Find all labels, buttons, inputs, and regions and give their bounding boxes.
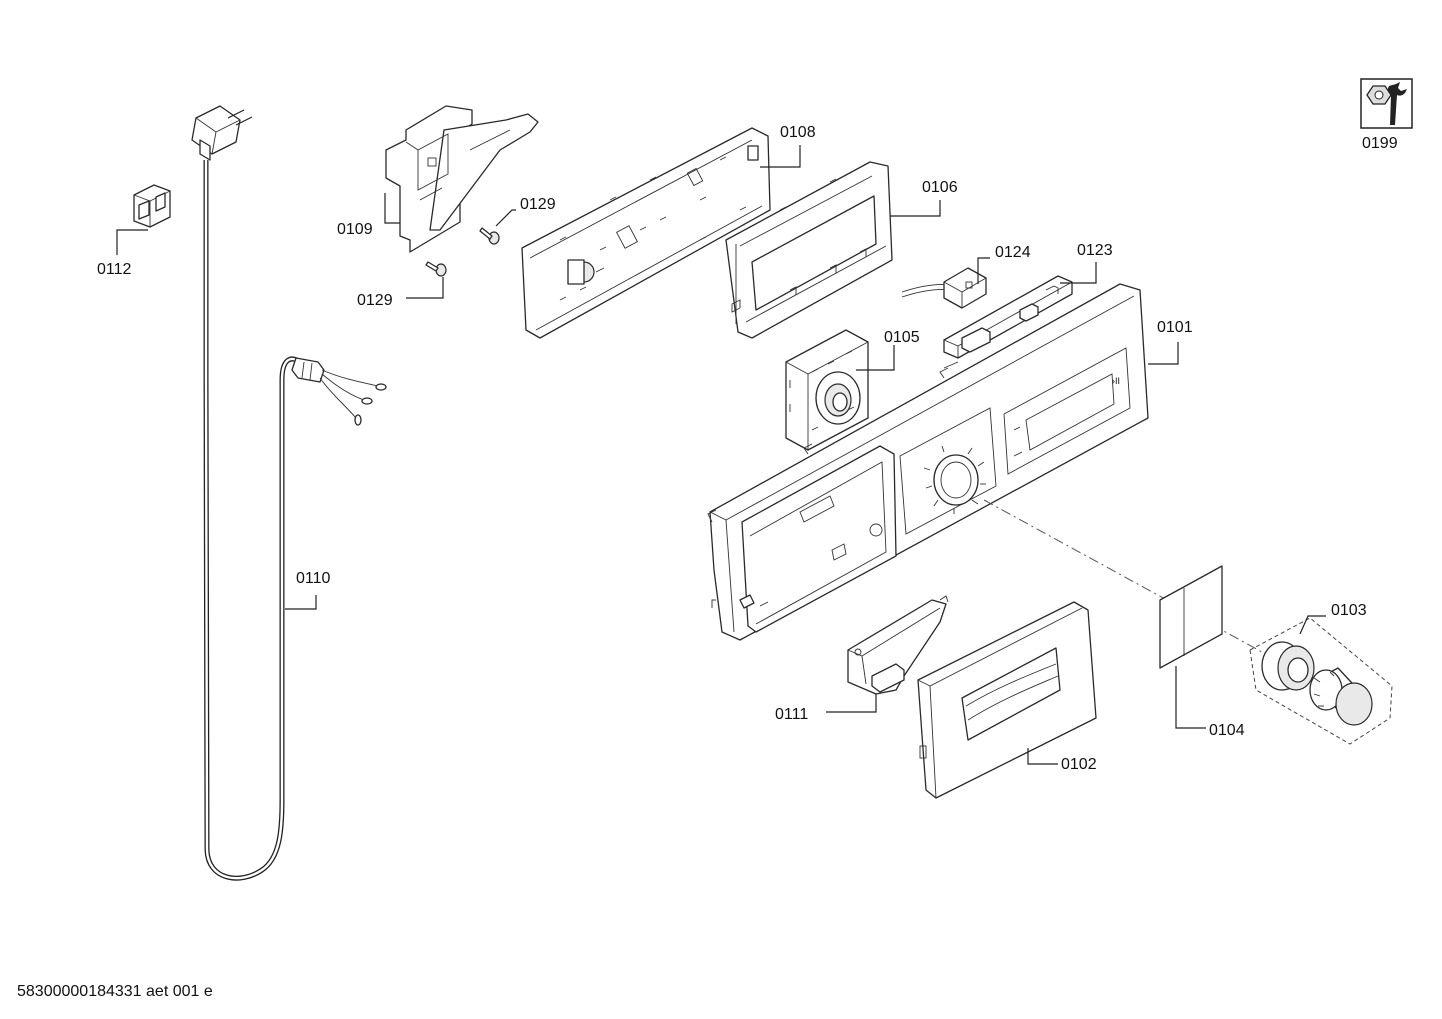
part-label-0101: 0101 <box>1157 319 1193 336</box>
part-label-0112: 0112 <box>97 261 132 278</box>
selector-module-part <box>785 329 869 451</box>
part-label-0129-lower: 0129 <box>357 292 393 309</box>
screw-part-lower <box>425 261 447 277</box>
part-label-0102: 0102 <box>1061 756 1097 773</box>
detergent-drawer-handle-part <box>917 601 1097 799</box>
part-label-0108: 0108 <box>780 124 816 141</box>
cable-clip-part <box>133 184 171 228</box>
part-label-0106: 0106 <box>922 179 958 196</box>
label-sheet-part <box>1159 565 1223 669</box>
siphon-insert-part <box>847 595 949 695</box>
part-label-0129-upper: 0129 <box>520 196 556 213</box>
part-label-0110: 0110 <box>296 570 331 587</box>
part-label-0123: 0123 <box>1077 242 1113 259</box>
part-label-0124: 0124 <box>995 244 1031 261</box>
screw-part-upper <box>479 227 500 245</box>
part-label-0111: 0111 <box>775 706 808 723</box>
knob-assembly-part <box>1249 617 1393 745</box>
part-label-0109: 0109 <box>337 221 373 238</box>
part-label-0105: 0105 <box>884 329 920 346</box>
control-board-part <box>521 127 771 339</box>
power-cord-part <box>191 105 387 881</box>
svg-text:›II: ›II <box>1112 376 1120 386</box>
document-code: 58300000184331 aet 001 e <box>17 983 213 1000</box>
part-label-0104: 0104 <box>1209 722 1245 739</box>
control-panel-fascia-part: ›II <box>707 283 1149 641</box>
sensor-cable-part <box>901 267 987 309</box>
part-label-0103: 0103 <box>1331 602 1367 619</box>
display-frame-part <box>725 161 893 339</box>
part-label-0199: 0199 <box>1362 135 1398 152</box>
mounting-bracket-part <box>385 105 539 253</box>
light-guide-part <box>943 275 1073 369</box>
nut-and-wrench-icon <box>1360 78 1413 129</box>
